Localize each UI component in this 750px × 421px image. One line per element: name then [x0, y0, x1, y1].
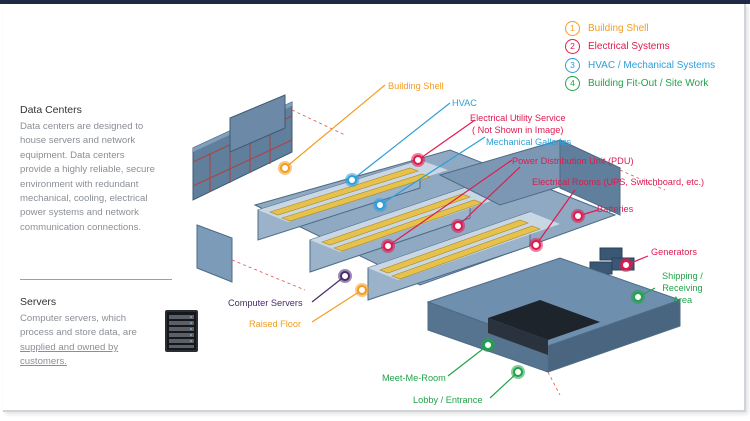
lobby-roof: [488, 300, 600, 340]
callout-shipping-line-1: Shipping /: [662, 271, 703, 281]
legend-label: HVAC / Mechanical Systems: [588, 59, 716, 71]
legend-number: 1: [565, 20, 580, 36]
servers-section: Servers Computer servers, which process …: [20, 296, 180, 370]
callout-lobby-entrance: Lobby / Entrance: [413, 395, 483, 405]
target-marker-icon: [511, 365, 525, 379]
servers-description: Computer servers, which process and stor…: [20, 313, 137, 339]
target-marker-icon: [451, 219, 465, 233]
callout-mechanical-galleries: Mechanical Galleries: [486, 137, 572, 147]
legend-number: 4: [565, 76, 580, 92]
legend-label: Building Fit-Out / Site Work: [588, 78, 709, 90]
servers-title: Servers: [20, 296, 57, 308]
callout-electrical-utility: Electrical Utility Service: [470, 113, 566, 123]
callout-raised-floor: Raised Floor: [249, 319, 302, 329]
target-marker-icon: [381, 239, 395, 253]
lobby-front: [488, 318, 548, 355]
target-marker-icon: [355, 283, 369, 297]
callout-meet-me-room: Meet-Me-Room: [382, 373, 446, 383]
data-centers-section: Data Centers Data centers are designed t…: [20, 104, 180, 235]
shell-roof-piece: [229, 94, 286, 153]
target-marker-icon: [529, 238, 543, 252]
legend-item-hvac: 3 HVAC / Mechanical Systems: [565, 56, 715, 75]
electrical-rooms-side: [559, 139, 621, 216]
legend-number: 3: [565, 57, 580, 73]
callout-electrical-utility-note: ( Not Shown in Image): [472, 125, 564, 135]
callout-pdu: Power Distribution Unit (PDU): [512, 156, 634, 166]
servers-owned-link[interactable]: supplied and owned by customers.: [20, 341, 119, 368]
data-centers-description: Data centers are designed to house serve…: [20, 121, 155, 233]
slide-frame: [3, 4, 746, 412]
data-centers-title: Data Centers: [20, 104, 82, 116]
target-marker-icon: [373, 198, 387, 212]
target-marker-icon: [481, 338, 495, 352]
callout-shipping-receiving: Shipping / Receiving Area: [662, 270, 703, 306]
server-rack-rows: [269, 167, 541, 280]
legend-item-building-shell: 1 Building Shell: [565, 19, 715, 38]
callout-generators: Generators: [651, 247, 697, 257]
target-marker-icon: [338, 269, 352, 283]
target-marker-icon: [571, 209, 585, 223]
markers: [278, 153, 645, 379]
legend-item-fitout: 4 Building Fit-Out / Site Work: [565, 75, 715, 94]
legend-label: Electrical Systems: [588, 41, 670, 53]
callout-electrical-rooms: Electrical Rooms (UPS, Switchboard, etc.…: [532, 177, 705, 187]
target-marker-icon: [278, 161, 292, 175]
callout-batteries: Batteries: [597, 204, 634, 214]
target-marker-icon: [631, 290, 645, 304]
target-marker-icon: [345, 173, 359, 187]
callout-shipping-line-3: Area: [672, 295, 693, 305]
legend-item-electrical: 2 Electrical Systems: [565, 38, 715, 57]
top-accent-bar: [0, 0, 750, 4]
target-marker-icon: [619, 258, 633, 272]
legend-number: 2: [565, 39, 580, 55]
section-divider: [20, 279, 172, 280]
legend-label: Building Shell: [588, 22, 649, 34]
callout-building-shell: Building Shell: [388, 81, 444, 91]
shell-end-wall: [196, 224, 233, 283]
perimeter-dashes: [231, 109, 666, 396]
callout-computer-servers: Computer Servers: [228, 298, 303, 308]
target-marker-icon: [411, 153, 425, 167]
callout-hvac: HVAC: [452, 98, 477, 108]
lower-building-side: [547, 299, 681, 373]
server-rack-icon: [165, 310, 198, 352]
callout-shipping-line-2: Receiving: [662, 283, 703, 293]
legend: 1 Building Shell 2 Electrical Systems 3 …: [565, 19, 715, 93]
